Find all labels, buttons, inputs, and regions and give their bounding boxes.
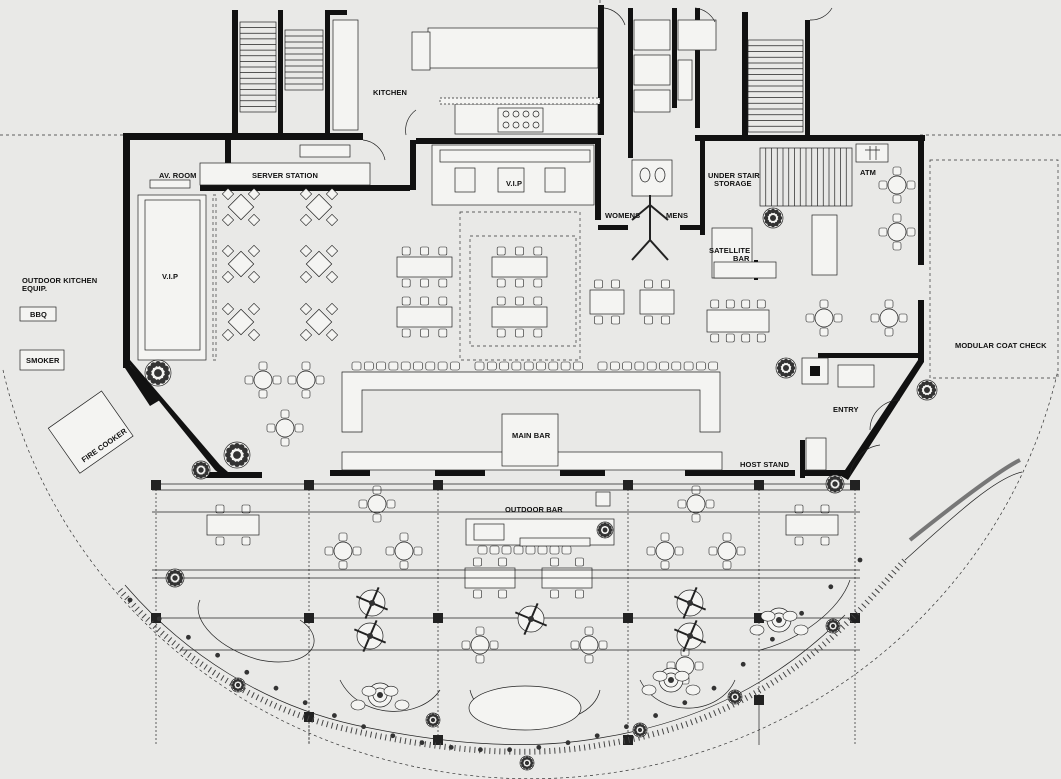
label-outdoor-kitchen-1: OUTDOOR KITCHEN [22,276,97,285]
label-av-room: AV. ROOM [159,171,196,180]
round-table[interactable] [324,532,362,570]
label-server-station: SERVER STATION [252,171,318,180]
label-vip-left: V.I.P [162,272,178,281]
tree-icon [596,521,614,539]
label-under-stair-1: UNDER STAIR [708,171,760,180]
ceiling-fan-icon [353,619,387,653]
round-table[interactable] [266,409,304,447]
garden-beds [117,458,1023,755]
label-host-stand: HOST STAND [740,460,790,469]
patio-trellis [151,480,860,745]
label-satellite-bar-2: BAR [733,254,750,263]
round-table[interactable] [287,361,325,399]
tree-icon [519,755,535,771]
rect-table[interactable] [491,296,548,338]
label-vip-top: V.I.P [506,179,522,188]
round-table[interactable] [870,299,908,337]
four-top-table[interactable] [221,302,261,342]
round-table[interactable] [677,485,715,523]
tree-icon [825,618,841,634]
fire-pit-icon [350,586,809,711]
stair-under [759,147,853,207]
round-table[interactable] [805,299,843,337]
round-table[interactable] [461,626,499,664]
four-top-table[interactable] [221,187,261,227]
tree-icon [165,568,185,588]
ceiling-fan-icon [355,586,389,620]
label-mens: MENS [666,211,688,220]
tree-icon [825,474,845,494]
round-table[interactable] [385,532,423,570]
round-table[interactable] [878,166,916,204]
label-under-stair-2: STORAGE [714,179,752,188]
stair-right [747,39,804,133]
four-top-table[interactable] [299,302,339,342]
stair-left-2 [284,29,324,91]
rect-table[interactable] [589,279,625,325]
rect-table[interactable] [491,246,548,288]
round-table[interactable] [358,485,396,523]
four-top-table[interactable] [299,244,339,284]
round-table[interactable] [708,532,746,570]
tree-icon [727,689,743,705]
tree-icon [144,359,172,387]
round-table[interactable] [570,626,608,664]
rect-table[interactable] [706,299,770,343]
label-kitchen: KITCHEN [373,88,407,97]
label-atm: ATM [860,168,876,177]
four-top-table[interactable] [221,244,261,284]
tree-icon [632,722,648,738]
tree-icon [223,441,251,469]
label-entry: ENTRY [833,405,859,414]
round-table[interactable] [244,361,282,399]
tree-icon [775,357,797,379]
four-top-table[interactable] [299,187,339,227]
main-bar [341,361,723,555]
ceiling-fan-icon [673,619,707,653]
banquette-zones [137,162,581,361]
walls [123,5,925,480]
ceiling-fan-icon [514,602,548,636]
label-main-bar: MAIN BAR [512,431,551,440]
door-swing-icon [362,7,901,476]
kitchen-equipment [299,19,601,206]
label-outdoor-kitchen-2: EQUIP. [22,284,47,293]
ceiling-fan-icon [673,586,707,620]
label-womens: WOMENS [605,211,640,220]
label-bbq: BBQ [30,310,47,319]
label-smoker: SMOKER [26,356,60,365]
entry-fixtures [19,143,889,474]
tree-icon [916,379,938,401]
rect-table[interactable] [206,504,260,546]
fire-pit-icon [641,667,701,696]
rect-table[interactable] [639,279,675,325]
round-table[interactable] [646,532,684,570]
rect-table[interactable] [396,246,453,288]
restrooms [631,19,717,261]
outdoor-bar [465,491,615,547]
tree-icon [127,207,938,771]
rect-table[interactable] [811,214,838,276]
fire-pit-icon [350,682,410,711]
rect-table[interactable] [396,296,453,338]
fire-pit-icon [749,607,809,636]
round-table[interactable] [878,213,916,251]
stair-left [239,21,277,113]
label-satellite-bar-1: SATELLITE [709,246,750,255]
tree-icon [425,712,441,728]
label-outdoor-bar: OUTDOOR BAR [505,505,563,514]
rect-table[interactable] [785,504,839,546]
tree-icon [191,460,211,480]
tree-icon [762,207,784,229]
label-modular-coat-check: MODULAR COAT CHECK [955,341,1047,350]
tree-icon [230,677,246,693]
